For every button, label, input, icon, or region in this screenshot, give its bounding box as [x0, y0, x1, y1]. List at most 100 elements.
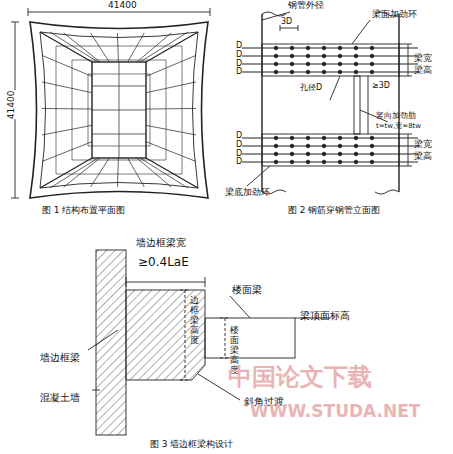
rebar-hole: [306, 62, 310, 66]
drawing-line: [42, 142, 92, 162]
rebar-hole: [322, 152, 326, 156]
rebar-hole: [290, 46, 294, 50]
annotation: DDDD: [236, 42, 244, 77]
annotation: 墙边框梁宽: [136, 237, 186, 248]
drawing-line: [50, 32, 98, 62]
figure-caption: 图 2 钢筋穿钢管立面图: [288, 206, 380, 216]
drawing-line: [146, 108, 196, 110]
figure-caption: 图 3 墙边框梁构设计: [150, 440, 233, 450]
annotation: 梁高: [414, 152, 432, 162]
drawing-line: [242, 153, 418, 154]
rebar-hole: [290, 160, 294, 164]
drawing-line: [91, 33, 110, 62]
drawing-line: [242, 71, 418, 72]
drawing-line: [117, 158, 118, 187]
rebar-hole: [354, 152, 358, 156]
watermark: 中国论文下载: [228, 364, 372, 390]
rebar-hole: [306, 136, 310, 140]
drawing-line: [146, 82, 196, 93]
annotation: 梁宽: [414, 140, 432, 150]
rebar-hole: [338, 152, 342, 156]
rebar-hole: [306, 54, 310, 58]
drawing-line: [64, 33, 100, 62]
rebar-hole: [354, 54, 358, 58]
drawing-line: [146, 55, 196, 76]
drawing-line: [50, 158, 98, 188]
drawing-line: [242, 137, 418, 138]
drawing-line: [242, 145, 418, 146]
annotation: 墙边框梁: [40, 352, 80, 363]
annotation: 梁顶面标高: [300, 310, 350, 321]
rebar-hole: [274, 144, 278, 148]
drawing-line: [40, 158, 92, 188]
rebar-hole: [274, 62, 278, 66]
rebar-hole: [354, 62, 358, 66]
annotation: 楼面梁: [232, 284, 262, 295]
annotation: DDDD: [236, 132, 244, 167]
rebar-hole: [322, 54, 326, 58]
annotation: 边框梁高度: [190, 296, 199, 345]
rebar-hole: [354, 136, 358, 140]
rebar-hole: [370, 152, 374, 156]
rebar-hole: [290, 136, 294, 140]
rebar-hole: [290, 144, 294, 148]
annotation: 梁面加劲环: [372, 10, 417, 20]
rebar-hole: [274, 152, 278, 156]
drawing-line: [42, 82, 92, 93]
annotation: 竖向加劲肋: [376, 112, 416, 121]
rebar-hole: [322, 46, 326, 50]
rebar-hole: [338, 62, 342, 66]
ring-beam: [56, 46, 182, 174]
rebar-hole: [322, 144, 326, 148]
drawing-line: [42, 55, 92, 76]
drawing-line: [242, 63, 418, 64]
drawing-line: [140, 158, 188, 188]
drawing-line: [119, 62, 120, 158]
annotation: 3D: [281, 18, 292, 27]
drawing-line: [242, 161, 418, 162]
rebar-hole: [306, 46, 310, 50]
rebar-hole: [306, 70, 310, 74]
drawing-line: [91, 158, 110, 187]
annotation: 孔径D: [300, 84, 322, 93]
rebar-hole: [370, 54, 374, 58]
rebar-hole: [306, 160, 310, 164]
drawing-line: [117, 33, 118, 62]
rebar-hole: [274, 136, 278, 140]
rebar-hole: [290, 152, 294, 156]
rebar-hole: [306, 152, 310, 156]
annotation: 混凝土墙: [40, 392, 80, 403]
annotation: 钢管外径: [288, 1, 324, 11]
ring-beam: [72, 60, 166, 160]
annotation: 41400: [7, 91, 17, 120]
rebar-hole: [274, 70, 278, 74]
drawing-line: [64, 158, 100, 187]
drawing-line: [242, 47, 418, 48]
rebar-hole: [338, 144, 342, 148]
rebar-hole: [338, 136, 342, 140]
rebar-hole: [322, 70, 326, 74]
annotation: 梁底加劲环: [225, 188, 270, 198]
drawing-line: [146, 158, 198, 188]
rebar-hole: [370, 136, 374, 140]
rebar-hole: [370, 160, 374, 164]
rebar-hole: [354, 160, 358, 164]
watermark: WWW.STUDA.NET: [250, 402, 420, 421]
drawing-line: [242, 55, 418, 56]
ring-beam: [88, 74, 150, 146]
figure-caption: 图 1 结构布置平面图: [42, 206, 125, 216]
rebar-hole: [338, 160, 342, 164]
annotation: 梁高: [414, 66, 432, 76]
drawing-line: [146, 125, 196, 135]
rebar-hole: [274, 54, 278, 58]
rebar-hole: [354, 144, 358, 148]
annotation: ≥3D: [372, 82, 390, 91]
rebar-hole: [290, 70, 294, 74]
rebar-hole: [338, 46, 342, 50]
rebar-hole: [274, 46, 278, 50]
drawing-line: [137, 33, 171, 62]
rebar-hole: [274, 160, 278, 164]
rebar-hole: [322, 160, 326, 164]
rebar-hole: [370, 46, 374, 50]
